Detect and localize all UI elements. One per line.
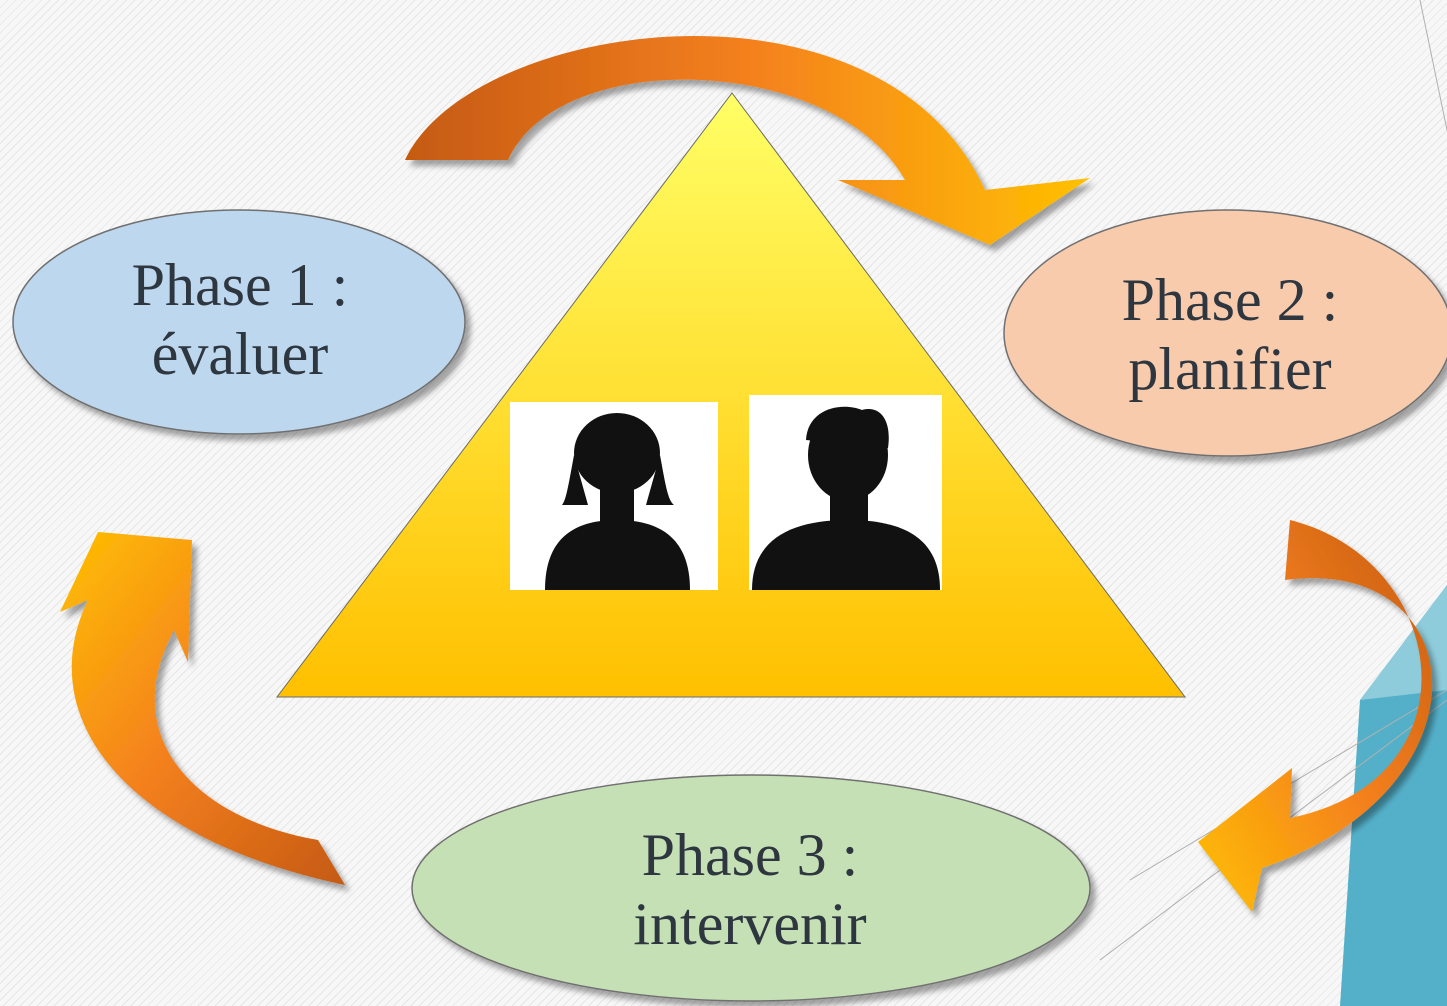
- phase-1-bubble: [12, 209, 466, 435]
- phase-3-bubble: [411, 774, 1091, 1002]
- female-avatar-icon: [510, 402, 718, 590]
- cycle-arrow-icon: [405, 36, 1090, 245]
- cycle-arrow-icon: [1198, 520, 1433, 912]
- central-triangle: [275, 92, 1186, 698]
- male-avatar-icon: [749, 395, 942, 590]
- cycle-arrow-icon: [60, 532, 345, 885]
- phase-2-bubble: [1003, 209, 1447, 457]
